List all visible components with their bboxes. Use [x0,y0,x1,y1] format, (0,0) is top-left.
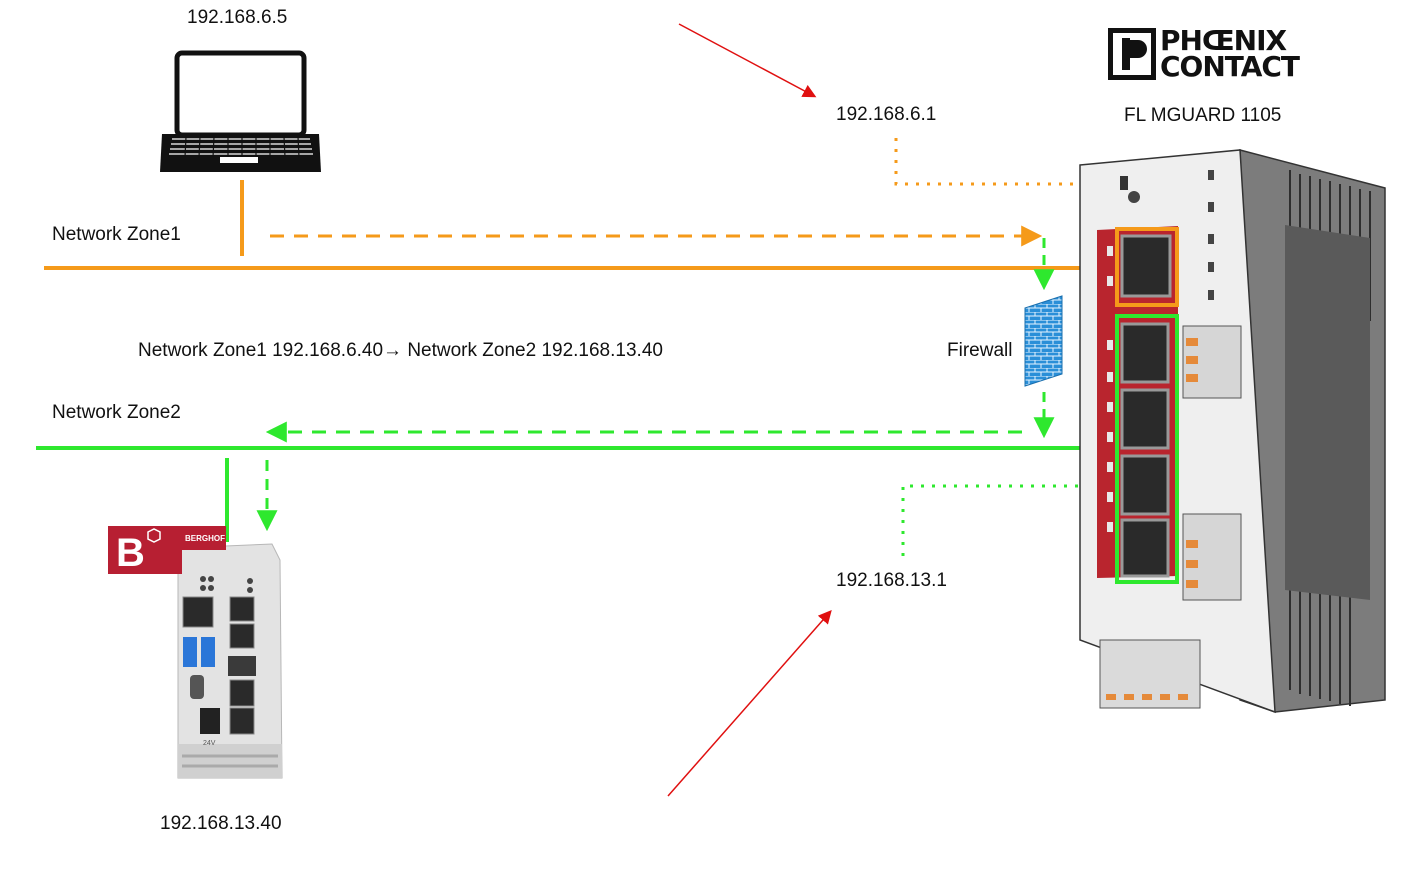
zone1-gateway-pointer [894,138,1159,225]
zone2-gateway-annotation-arrow [667,609,832,797]
zone2-label: Network Zone2 [52,402,181,423]
phoenix-logo-line1: PHŒNIX [1160,24,1287,57]
zone2-gateway-pointer [901,475,1117,556]
laptop-ip-label: 192.168.6.5 [187,7,288,28]
device-model-label: FL MGUARD 1105 [1124,105,1282,126]
gateway-ip-annotation-arrow [678,23,817,98]
firewall-label: Firewall [947,340,1013,361]
berghof-brand-name: BERGHOF [185,534,225,543]
phoenix-logo-mark [1108,28,1156,80]
zone2-gateway-ip-label: 192.168.13.1 [836,570,947,591]
zone2-network-line [36,446,1117,542]
zone1-label: Network Zone1 [52,224,181,245]
berghof-plc: 24V [177,543,283,779]
plc-voltage-label: 24V [203,740,216,747]
phoenix-logo-line2: CONTACT [1160,50,1300,83]
plc-ip-label: 192.168.13.40 [160,813,282,834]
zone1-gateway-ip-label: 192.168.6.1 [836,104,937,125]
zone1-port-highlight [1115,227,1179,307]
zone1-network-line [44,180,1117,270]
laptop-icon [160,50,321,172]
nat-rule-label: Network Zone1 192.168.6.40→ Network Zone… [138,340,663,361]
zone2-port-highlight [1115,314,1179,584]
berghof-logo-letter: B [116,531,145,575]
mguard-device [1079,149,1386,714]
berghof-logo: B BERGHOF [108,526,226,575]
firewall-icon [1024,295,1063,387]
